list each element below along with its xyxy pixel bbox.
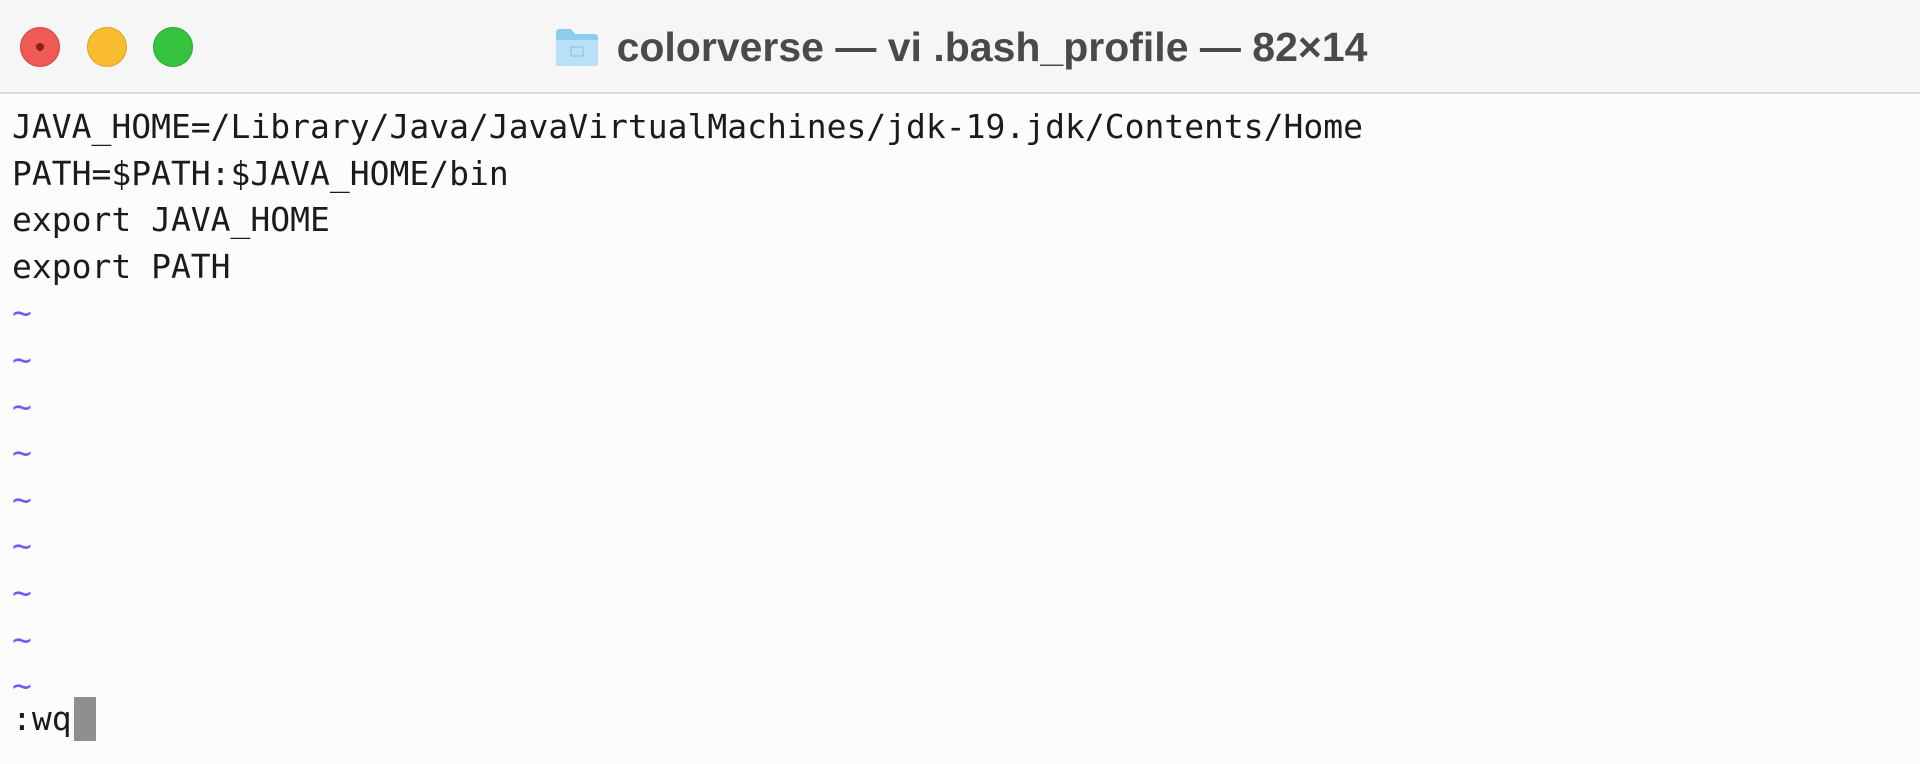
window-title-group: colorverse — vi .bash_profile — 82×14: [0, 0, 1920, 94]
window-title: colorverse — vi .bash_profile — 82×14: [616, 23, 1368, 70]
command-line[interactable]: :wq: [12, 696, 96, 742]
empty-line-marker: ~: [12, 293, 32, 333]
empty-line-marker: ~: [12, 526, 32, 566]
vi-editor-buffer[interactable]: JAVA_HOME=/Library/Java/JavaVirtualMachi…: [0, 96, 1920, 764]
folder-icon: [553, 25, 601, 69]
minimize-window-button[interactable]: [87, 27, 127, 67]
command-text: :wq: [12, 699, 72, 738]
buffer-line: JAVA_HOME=/Library/Java/JavaVirtualMachi…: [12, 107, 1364, 146]
title-bar[interactable]: colorverse — vi .bash_profile — 82×14: [0, 0, 1920, 94]
empty-line-marker: ~: [12, 386, 32, 426]
zoom-window-button[interactable]: [153, 27, 193, 67]
text-cursor: [73, 697, 96, 741]
empty-line-marker: ~: [12, 339, 32, 379]
buffer-line: export PATH: [12, 246, 231, 286]
empty-line-marker: ~: [12, 619, 32, 659]
empty-line-marker: ~: [12, 479, 32, 519]
buffer-line: export JAVA_HOME: [12, 200, 330, 240]
buffer-line: PATH=$PATH:$JAVA_HOME/bin: [12, 153, 509, 193]
empty-line-marker: ~: [12, 433, 32, 473]
empty-line-marker: ~: [12, 666, 32, 706]
empty-line-marker: ~: [12, 572, 32, 612]
close-window-button[interactable]: [20, 27, 60, 67]
